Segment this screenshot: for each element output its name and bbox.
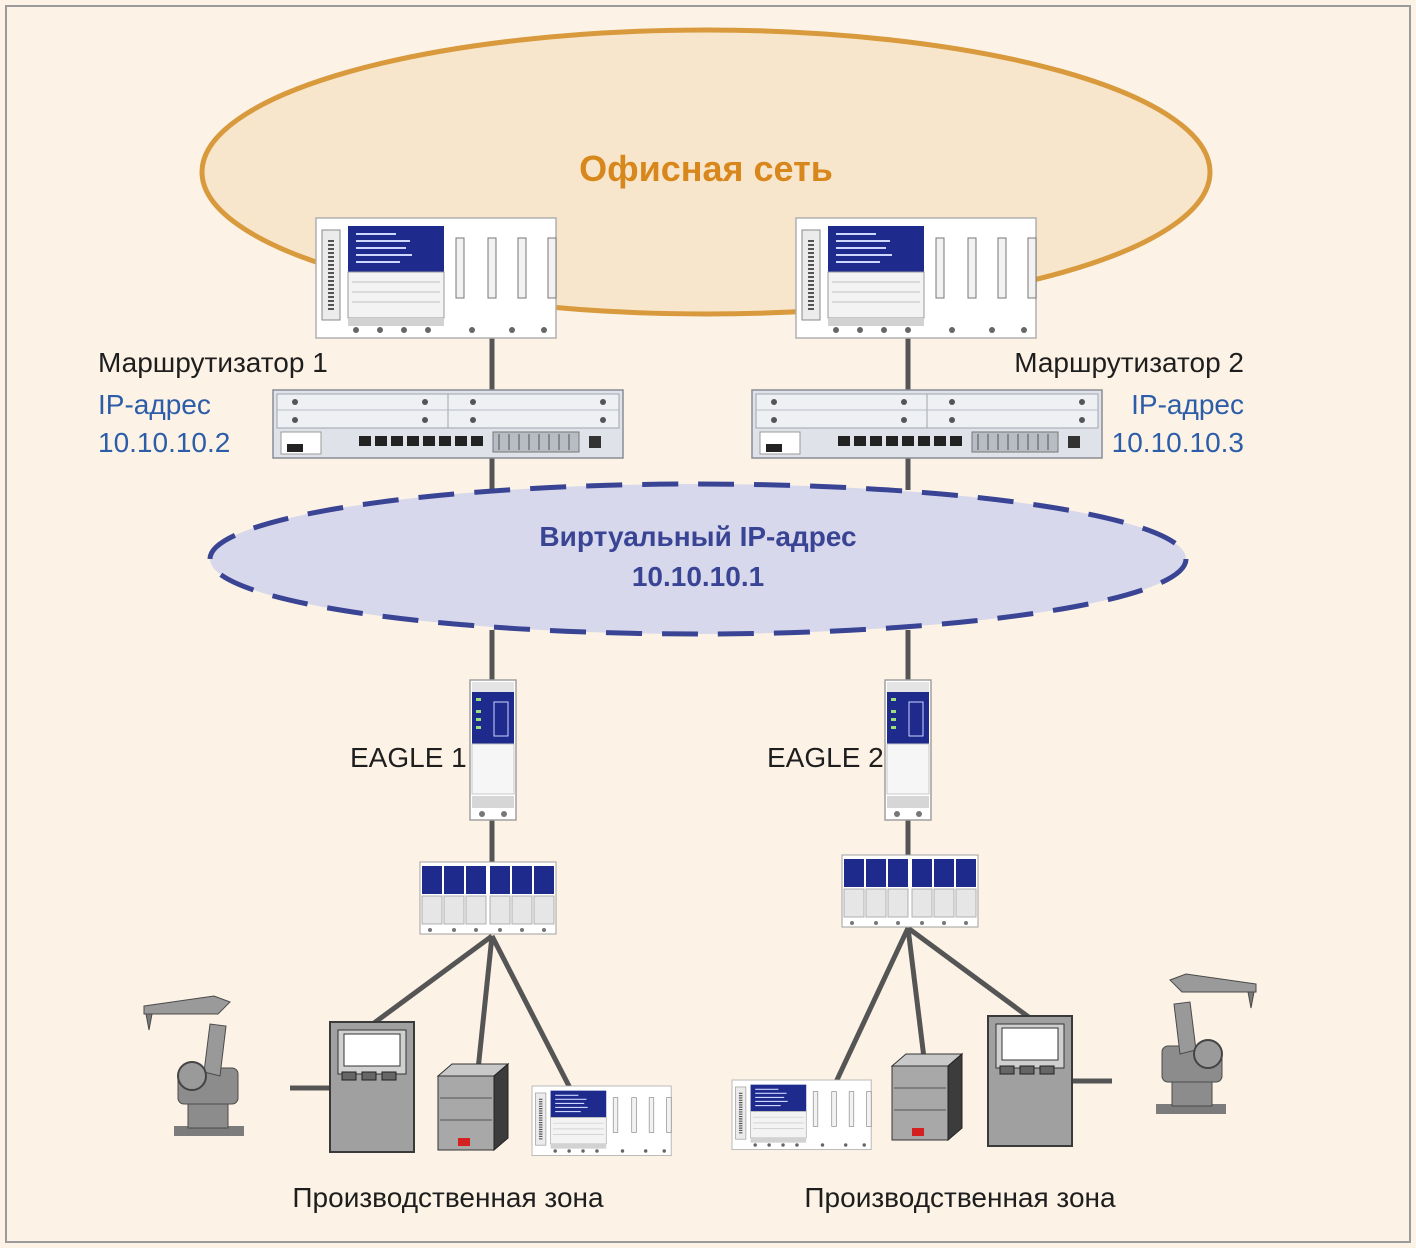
link-switch-2-server-2 (905, 927, 927, 1059)
office-switch-2 (796, 218, 1036, 338)
router-2-ip-address: 10.10.10.3 (1112, 427, 1244, 458)
io-rack-1 (530, 1084, 673, 1158)
link-switch-2-rack-2 (833, 926, 911, 1084)
industrial-switch-1 (419, 861, 557, 935)
link-switch-1-rack-1 (489, 934, 573, 1090)
link-switch-2-cabinet-2 (906, 925, 1032, 1021)
control-cabinet-2 (987, 1015, 1073, 1147)
router-1-device (272, 389, 624, 459)
router-1-ip-address: 10.10.10.2 (98, 427, 230, 458)
link-switch-1-server-1 (475, 935, 495, 1071)
router-2-name: Маршрутизатор 2 (1014, 347, 1244, 378)
router-2-device (751, 389, 1103, 459)
eagle-1-device (469, 679, 517, 821)
office-network-label: Офисная сеть (579, 148, 833, 189)
eagle-2-device (884, 679, 932, 821)
industrial-switch-2 (841, 854, 979, 928)
control-cabinet-1 (329, 1021, 415, 1153)
server-1 (437, 1063, 509, 1151)
link-switch-1-cabinet-1 (368, 933, 494, 1029)
virtual-ip-label: Виртуальный IP-адрес (539, 521, 856, 552)
router-2-ip-label: IP-адрес (1131, 389, 1244, 420)
router-1-ip-label: IP-адрес (98, 389, 211, 420)
virtual-ip-address: 10.10.10.1 (632, 561, 764, 592)
office-switch-1 (316, 218, 556, 338)
eagle-2-name: EAGLE 2 (767, 742, 884, 773)
router-1-name: Маршрутизатор 1 (98, 347, 328, 378)
io-rack-2 (730, 1078, 873, 1152)
server-2 (891, 1053, 963, 1141)
production-zone-1-label: Производственная зона (292, 1182, 604, 1213)
eagle-1-name: EAGLE 1 (350, 742, 467, 773)
virtual-ip-cloud (207, 481, 1189, 637)
network-links (290, 334, 1112, 1091)
diagram-frame (5, 5, 1411, 1243)
production-zone-2-label: Производственная зона (804, 1182, 1116, 1213)
